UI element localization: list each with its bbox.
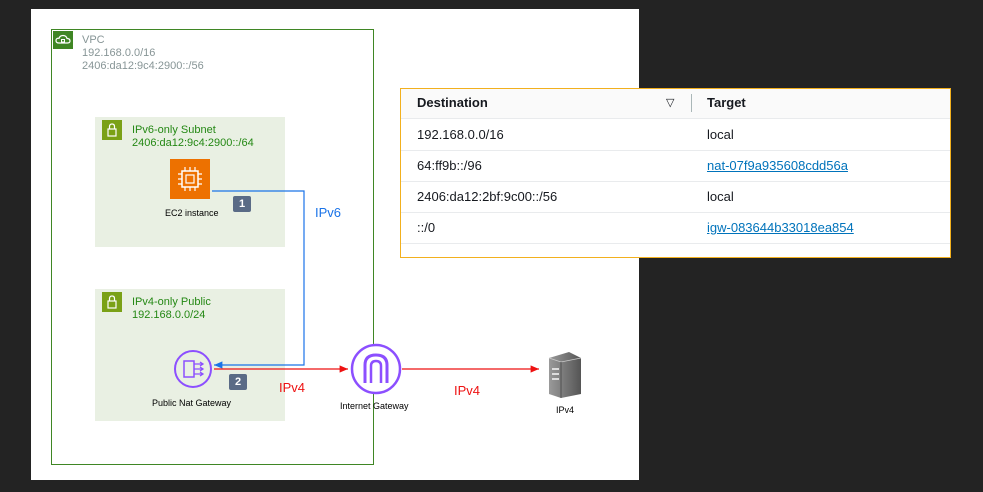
vpc-cidr-v4: 192.168.0.0/16 — [82, 47, 156, 59]
destination-column-header[interactable]: Destination — [417, 95, 488, 110]
nat-gateway-label: Public Nat Gateway — [152, 398, 232, 408]
ipv6-flow-line — [212, 190, 305, 369]
nat-gateway-target-link[interactable]: nat-07f9a935608cdd56a — [707, 158, 848, 173]
nat-gateway-icon — [174, 350, 212, 388]
step-badge-1: 1 — [233, 196, 251, 212]
route-destination: 192.168.0.0/16 — [417, 127, 504, 142]
ipv4-subnet-cidr: 192.168.0.0/24 — [132, 309, 206, 321]
step-badge-2: 2 — [229, 374, 247, 390]
ec2-instance-icon — [170, 159, 210, 199]
ec2-instance-label: EC2 instance — [165, 208, 219, 218]
route-destination: 2406:da12:2bf:9c00::/56 — [417, 189, 558, 204]
sort-caret-icon[interactable]: ▽ — [666, 97, 675, 109]
ipv4-subnet-label: IPv4-only Public 192.168.0.0/24 — [132, 296, 211, 322]
vpc-boundary — [51, 29, 374, 465]
server-label: IPv4 — [556, 405, 575, 415]
ipv6-flow-label: IPv6 — [315, 205, 342, 220]
route-destination: ::/0 — [417, 220, 436, 235]
lock-icon — [102, 120, 122, 140]
route-table: Destination ▽ Target 192.168.0.0/16 loca… — [400, 88, 951, 258]
vpc-label-block: VPC 192.168.0.0/16 2406:da12:9c4:2900::/… — [82, 34, 204, 73]
lock-icon — [102, 292, 122, 312]
table-row: 2406:da12:2bf:9c00::/56 local — [401, 181, 950, 213]
ipv4-flow-label-1: IPv4 — [279, 380, 306, 395]
vpc-cidr-v6: 2406:da12:9c4:2900::/56 — [82, 60, 204, 72]
ipv4-flow-label-2: IPv4 — [454, 383, 481, 398]
table-row: ::/0 igw-083644b33018ea854 — [401, 212, 950, 244]
ipv6-subnet-cidr: 2406:da12:9c4:2900::/64 — [132, 137, 254, 149]
vpc-cloud-icon — [53, 31, 73, 49]
server-icon — [548, 352, 582, 398]
internet-gateway-label: Internet Gateway — [340, 401, 409, 411]
vpc-label: VPC — [82, 34, 105, 46]
table-row: 64:ff9b::/96 nat-07f9a935608cdd56a — [401, 150, 950, 182]
target-column-header[interactable]: Target — [707, 95, 746, 110]
ipv4-subnet — [95, 289, 285, 421]
ipv4-subnet-title: IPv4-only Public — [132, 296, 211, 308]
internet-gateway-target-link[interactable]: igw-083644b33018ea854 — [707, 220, 854, 235]
route-target: local — [707, 127, 734, 142]
ipv6-subnet-label: IPv6-only Subnet 2406:da12:9c4:2900::/64 — [132, 124, 254, 150]
internet-gateway-icon — [350, 343, 402, 395]
ipv6-subnet-title: IPv6-only Subnet — [132, 124, 216, 136]
route-table-header: Destination ▽ Target — [401, 89, 950, 119]
table-row: 192.168.0.0/16 local — [401, 119, 950, 151]
route-destination: 64:ff9b::/96 — [417, 158, 482, 173]
column-divider[interactable] — [691, 94, 692, 112]
route-target: local — [707, 189, 734, 204]
